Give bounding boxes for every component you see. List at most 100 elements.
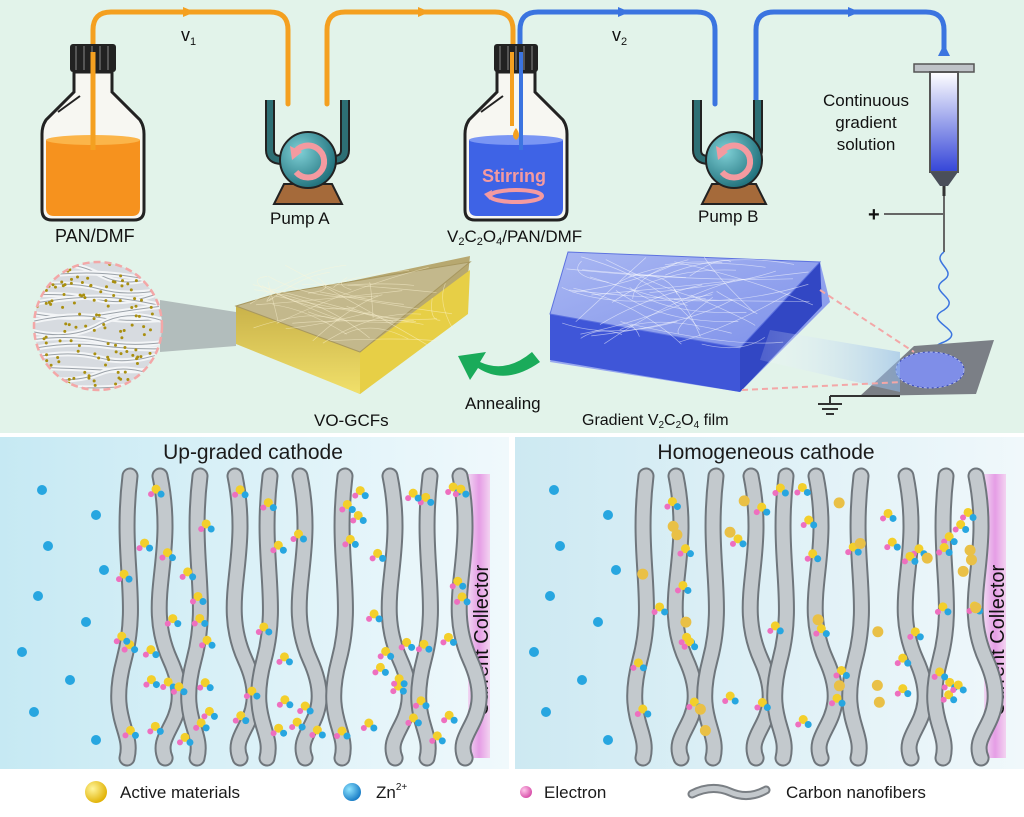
zn-ion — [37, 485, 47, 495]
electron — [674, 587, 681, 594]
zn-ion — [381, 668, 389, 676]
active-material — [119, 569, 129, 579]
active-material — [970, 602, 982, 614]
magnified-particle — [118, 299, 122, 303]
carbon-nanofiber — [898, 469, 932, 765]
magnified-particle — [119, 377, 123, 381]
electron — [429, 737, 436, 744]
film-strand — [591, 271, 809, 296]
active-material — [163, 677, 173, 687]
zn-ion — [577, 675, 587, 685]
zn-ion — [462, 490, 470, 498]
magnified-particle — [69, 281, 73, 285]
active-material — [898, 653, 908, 663]
vo-gcfs-film — [234, 256, 472, 394]
electron — [352, 492, 359, 499]
magnified-particle — [125, 350, 129, 354]
active-material — [914, 544, 924, 554]
magnified-particle — [67, 323, 71, 327]
active-material — [369, 609, 379, 619]
electron — [189, 598, 196, 605]
active-material — [671, 529, 683, 541]
active-material — [944, 690, 954, 700]
magnified-particle — [63, 283, 67, 287]
electron — [398, 644, 405, 651]
film-strand — [577, 260, 609, 283]
electron — [179, 573, 186, 580]
magnified-particle — [84, 324, 88, 328]
zn-ion — [450, 716, 458, 724]
active-material — [812, 614, 824, 626]
zn-ion — [152, 681, 160, 689]
magnified-particle — [131, 353, 135, 357]
film-strand — [701, 337, 765, 349]
active-material — [457, 592, 467, 602]
magnified-particle — [57, 360, 61, 364]
electron — [255, 628, 262, 635]
zn-ion — [425, 645, 433, 653]
magnified-particle — [120, 284, 124, 288]
electron — [148, 491, 155, 498]
plus-sign: + — [868, 204, 880, 226]
active-material — [939, 543, 949, 553]
electron — [651, 608, 658, 615]
active-material — [293, 529, 303, 539]
active-material — [140, 538, 150, 548]
active-material — [263, 498, 273, 508]
film-strand — [580, 330, 623, 339]
film-strand — [673, 283, 809, 302]
magnified-particle — [135, 361, 139, 365]
zn-ion — [33, 591, 43, 601]
zn-ion — [969, 513, 977, 521]
magnified-particle — [80, 280, 84, 284]
carbon-nanofiber-legend-label: Carbon nanofibers — [786, 783, 926, 802]
electron — [960, 514, 967, 521]
electron — [449, 583, 456, 590]
zn-ion — [379, 554, 387, 562]
active-material — [300, 701, 310, 711]
electron — [845, 549, 852, 556]
active-material — [200, 678, 210, 688]
magnified-particle — [150, 312, 154, 316]
zn-ion — [842, 672, 850, 680]
electron — [201, 713, 208, 720]
active-materials-legend-icon — [85, 781, 107, 803]
spray-cone — [760, 330, 900, 392]
zn-ion — [804, 721, 812, 729]
magnified-particle — [123, 370, 127, 374]
electron — [160, 683, 167, 690]
active-material — [408, 713, 418, 723]
film-strand — [442, 283, 454, 330]
active-material — [456, 484, 466, 494]
zn-ion — [180, 688, 188, 696]
active-material — [402, 637, 412, 647]
zn-ion — [408, 643, 416, 651]
zn-ion — [202, 724, 210, 732]
zn-ion — [911, 557, 919, 565]
film-strand — [703, 256, 755, 313]
mixing-bottle — [463, 44, 569, 222]
carbon-nanofiber — [743, 469, 777, 765]
active-material — [757, 502, 767, 512]
zoom-line-top — [819, 289, 915, 353]
active-material — [667, 497, 677, 507]
active-material — [151, 484, 161, 494]
active-material — [419, 639, 429, 649]
electron — [630, 664, 637, 671]
magnified-particle — [114, 382, 118, 386]
electron — [952, 526, 959, 533]
zn-ion — [959, 686, 967, 694]
zn-ion — [387, 652, 395, 660]
electron — [813, 630, 820, 637]
flow-arrows — [183, 7, 860, 17]
zn-ion — [893, 543, 901, 551]
magnified-particle — [78, 312, 82, 316]
active-material — [117, 631, 127, 641]
electron — [800, 522, 807, 529]
active-material — [279, 652, 289, 662]
active-material — [667, 520, 679, 532]
film-strand — [257, 276, 269, 294]
zn-ion — [199, 597, 207, 605]
electron — [941, 684, 948, 691]
film-strand — [344, 327, 409, 340]
